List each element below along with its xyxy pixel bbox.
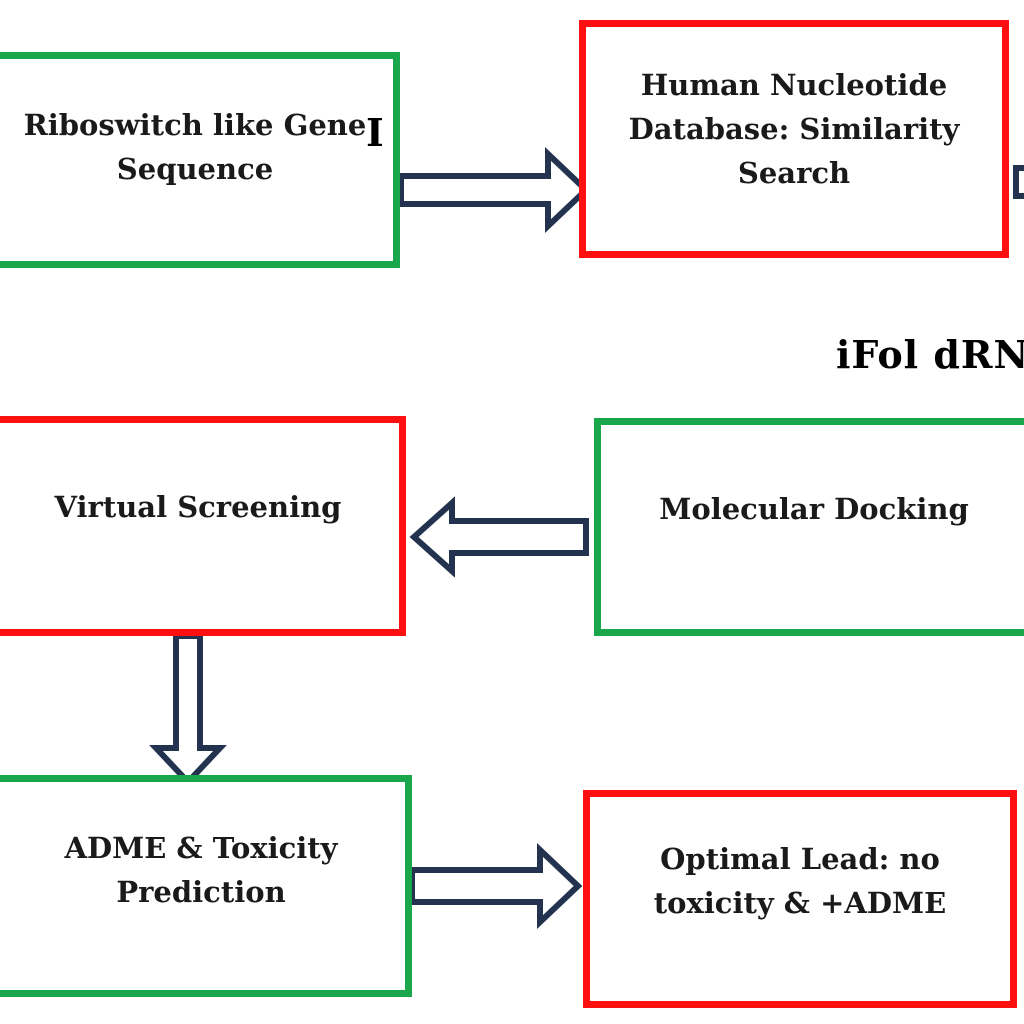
arrow-screening-to-adme: [149, 633, 227, 787]
adme-toxicity-label: ADME & Toxicity Prediction: [64, 831, 338, 909]
arrow-database-to-offscreen: [1013, 165, 1024, 199]
arrow-riboswitch-to-database: [398, 147, 591, 233]
human-nucleotide-database-label: Human Nucleotide Database: Similarity Se…: [628, 68, 960, 190]
virtual-screening-label: Virtual Screening: [54, 490, 342, 524]
ifoldrna-fragment: iFol dRN: [836, 332, 1024, 377]
riboswitch-gene-sequence-label: Riboswitch like Gene Sequence: [23, 108, 367, 186]
optimal-lead-label: Optimal Lead: no toxicity & +ADME: [653, 842, 947, 920]
optimal-lead-box: Optimal Lead: no toxicity & +ADME: [583, 790, 1017, 1008]
arrow-docking-to-screening: [409, 496, 589, 578]
riboswitch-gene-sequence-box: Riboswitch like Gene Sequence: [0, 52, 400, 268]
molecular-docking-box: Molecular Docking: [594, 418, 1024, 636]
molecular-docking-label: Molecular Docking: [659, 492, 969, 526]
arrow-adme-to-optimal-lead: [409, 843, 583, 929]
virtual-screening-box: Virtual Screening: [0, 416, 406, 636]
adme-toxicity-box: ADME & Toxicity Prediction: [0, 775, 412, 997]
cropped-glyph-fragment: I: [366, 110, 384, 155]
human-nucleotide-database-box: Human Nucleotide Database: Similarity Se…: [579, 20, 1009, 258]
